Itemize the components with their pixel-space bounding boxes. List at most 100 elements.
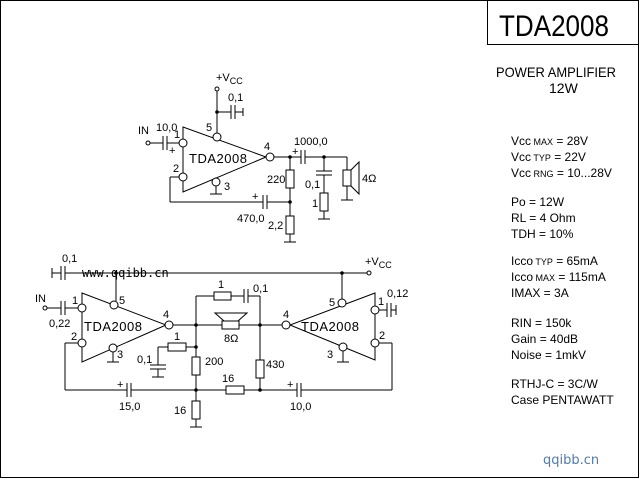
r-zobel bbox=[319, 192, 329, 212]
bridge-r-430-label: 430 bbox=[266, 359, 284, 371]
c-out-label: 1000,0 bbox=[294, 136, 328, 148]
spec-value: = 40dB bbox=[536, 332, 578, 346]
spec-name: Icco bbox=[511, 254, 533, 268]
spec-value: = 12W bbox=[526, 195, 565, 209]
right-pin-1-label: 1 bbox=[378, 296, 384, 308]
r-fb-top bbox=[285, 169, 295, 189]
left-pin-5-label: 5 bbox=[119, 295, 125, 307]
bridge-c-supply-label: 0,1 bbox=[62, 253, 77, 265]
spec-row: Vcc TYP = 22V bbox=[511, 150, 586, 164]
spec-name: Gain bbox=[511, 332, 536, 346]
bridge-r-zobel bbox=[213, 291, 232, 301]
spec-row: RL = 4 Ohm bbox=[511, 211, 576, 225]
pin-1-label: 1 bbox=[174, 129, 180, 141]
left-pin-3 bbox=[108, 343, 118, 353]
spec-qualifier: RNG bbox=[531, 169, 554, 179]
left-pin-4 bbox=[164, 320, 174, 330]
bridge-speaker-cone bbox=[213, 312, 249, 322]
bridge-c-zobel-label: 0,1 bbox=[253, 283, 268, 295]
spec-row: RTHJ-C = 3C/W bbox=[511, 377, 598, 391]
amp-triangle bbox=[182, 126, 268, 193]
power-rating-text: 12W bbox=[549, 80, 579, 96]
c-supply-label: 0,1 bbox=[228, 92, 243, 104]
pin-4-label: 4 bbox=[264, 141, 270, 153]
bridge-input-terminal bbox=[42, 305, 48, 311]
spec-row: Gain = 40dB bbox=[511, 332, 578, 346]
pin-3 bbox=[211, 177, 221, 187]
amp-right-triangle bbox=[288, 292, 376, 361]
pin-4 bbox=[265, 152, 275, 162]
spec-qualifier: TYP bbox=[533, 257, 553, 267]
left-pin-2-label: 2 bbox=[71, 331, 77, 343]
bridge-r-200-label: 200 bbox=[205, 356, 223, 368]
c-fb-plus: + bbox=[252, 191, 258, 203]
spec-value: = 22V bbox=[551, 150, 586, 164]
bridge-c-in-label: 0,22 bbox=[49, 318, 70, 330]
bridge-speaker-label: 8Ω bbox=[224, 333, 238, 345]
title-box bbox=[487, 0, 639, 45]
amp-right-chip-label: TDA2008 bbox=[301, 319, 359, 334]
right-pin-4 bbox=[281, 320, 291, 330]
right-pin-2 bbox=[370, 338, 380, 348]
spec-name: Vcc bbox=[511, 150, 531, 164]
spec-name: TDH bbox=[511, 227, 536, 241]
right-pin-5 bbox=[337, 298, 347, 308]
spec-qualifier: MAX bbox=[533, 273, 555, 283]
bridge-r-16-gnd-label: 16 bbox=[174, 405, 186, 417]
r-fb-top-label: 220 bbox=[267, 174, 285, 186]
spec-row: TDH = 10% bbox=[511, 227, 574, 241]
bridge-r-16-mid bbox=[225, 385, 245, 395]
left-pin-2 bbox=[77, 338, 87, 348]
right-pin-2-label: 2 bbox=[379, 330, 385, 342]
spec-value: = 10% bbox=[536, 227, 574, 241]
supply-terminal bbox=[214, 86, 220, 92]
spec-row: Case PENTAWATT bbox=[511, 393, 614, 407]
corner-watermark: qqibb.cn bbox=[543, 453, 599, 468]
c-fb-left-plus: + bbox=[117, 379, 123, 391]
spec-value: = 10...28V bbox=[554, 166, 612, 180]
spec-value: = 3A bbox=[540, 286, 568, 300]
c-fb-label: 470,0 bbox=[237, 213, 265, 225]
bridge-r-16-mid-label: 16 bbox=[222, 373, 234, 385]
amp-left-chip-label: TDA2008 bbox=[84, 319, 142, 334]
spec-row: Vcc MAX = 28V bbox=[511, 134, 588, 148]
bridge-supply-label: +VCC bbox=[365, 256, 392, 270]
r-fb-bot-label: 2,2 bbox=[268, 220, 283, 232]
left-pin-1-label: 1 bbox=[72, 295, 78, 307]
spec-value: = 3C/W bbox=[554, 377, 598, 391]
left-pin-3-label: 3 bbox=[117, 349, 123, 361]
right-pin-4-label: 4 bbox=[283, 309, 289, 321]
title-text: TDA2008 bbox=[499, 10, 609, 43]
bridge-r-200 bbox=[191, 356, 201, 376]
spec-name: Vcc bbox=[511, 134, 531, 148]
left-pin-1 bbox=[77, 303, 87, 313]
spec-row: Icco TYP = 65mA bbox=[511, 254, 598, 268]
right-pin-3-label: 3 bbox=[327, 349, 333, 361]
pin-2-label: 2 bbox=[173, 163, 179, 175]
r-zobel-label: 1 bbox=[312, 198, 318, 210]
left-pin-4-label: 4 bbox=[163, 309, 169, 321]
spec-row: IMAX = 3A bbox=[511, 286, 569, 300]
spec-value: = 1mkV bbox=[542, 348, 586, 362]
subtitle-text: POWER AMPLIFIER bbox=[496, 64, 616, 80]
bridge-supply-terminal bbox=[366, 270, 372, 276]
right-pin-5-label: 5 bbox=[329, 297, 335, 309]
spec-value: = 65mA bbox=[553, 254, 598, 268]
spec-value: = 115mA bbox=[555, 270, 606, 284]
circuit-single: TDA2008 +VCC 0,1 5 1 2 3 4 IN + 10,0 bbox=[138, 72, 376, 243]
circuit-bridge: 0,1 +VCC www.qqibb.cn TDA2008 5 1 2 3 4 … bbox=[35, 253, 408, 428]
spec-value: = 4 Ohm bbox=[526, 211, 576, 225]
bridge-r-16-gnd bbox=[191, 400, 201, 420]
bridge-c-fb-left-label: 15,0 bbox=[119, 401, 140, 413]
input-label: IN bbox=[138, 125, 149, 137]
spec-name: Noise bbox=[511, 348, 542, 362]
spec-name: RL bbox=[511, 211, 527, 225]
c-out-plus: + bbox=[292, 146, 298, 158]
spec-name: Icco bbox=[511, 270, 533, 284]
spec-name: Case bbox=[511, 393, 539, 407]
spec-name: Po bbox=[511, 195, 526, 209]
spec-row: Icco MAX = 115mA bbox=[511, 270, 606, 284]
spec-row: Po = 12W bbox=[511, 195, 565, 209]
left-pin-5 bbox=[109, 300, 119, 310]
